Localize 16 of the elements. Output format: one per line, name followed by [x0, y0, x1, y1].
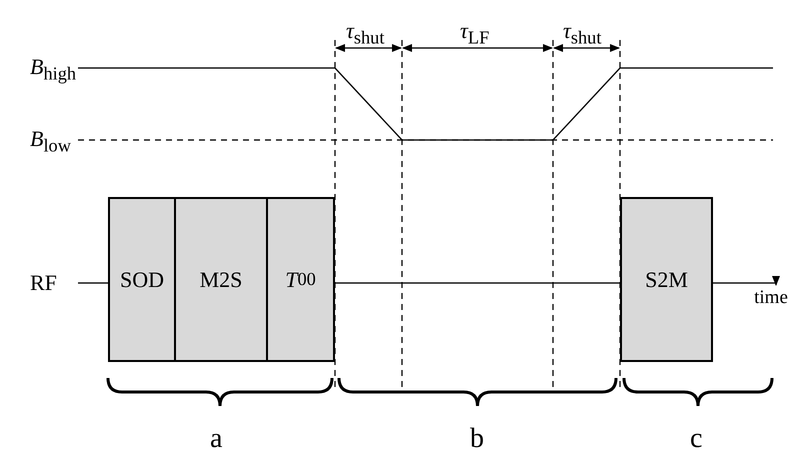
rf-line [78, 282, 108, 284]
phase-label: a [210, 425, 222, 453]
phase-label: b [470, 425, 484, 453]
pulse-block: M2S [174, 197, 268, 362]
duration-label: τ$_{shut}$ [563, 20, 602, 47]
arrow [713, 276, 780, 286]
rf-line [335, 282, 620, 284]
pulse-block: SOD [108, 197, 176, 362]
axis-label: time [750, 285, 792, 309]
duration-label: τ$_{LF}$ [460, 20, 490, 47]
duration-label: τ$_{shut}$ [346, 20, 384, 47]
axis-label: RF [30, 272, 57, 294]
axis-label: B$_{low}$ [30, 128, 71, 155]
pulse-block: S2M [620, 197, 713, 362]
phase-label: c [690, 425, 702, 453]
axis-label: B$_{high}$ [30, 56, 76, 83]
